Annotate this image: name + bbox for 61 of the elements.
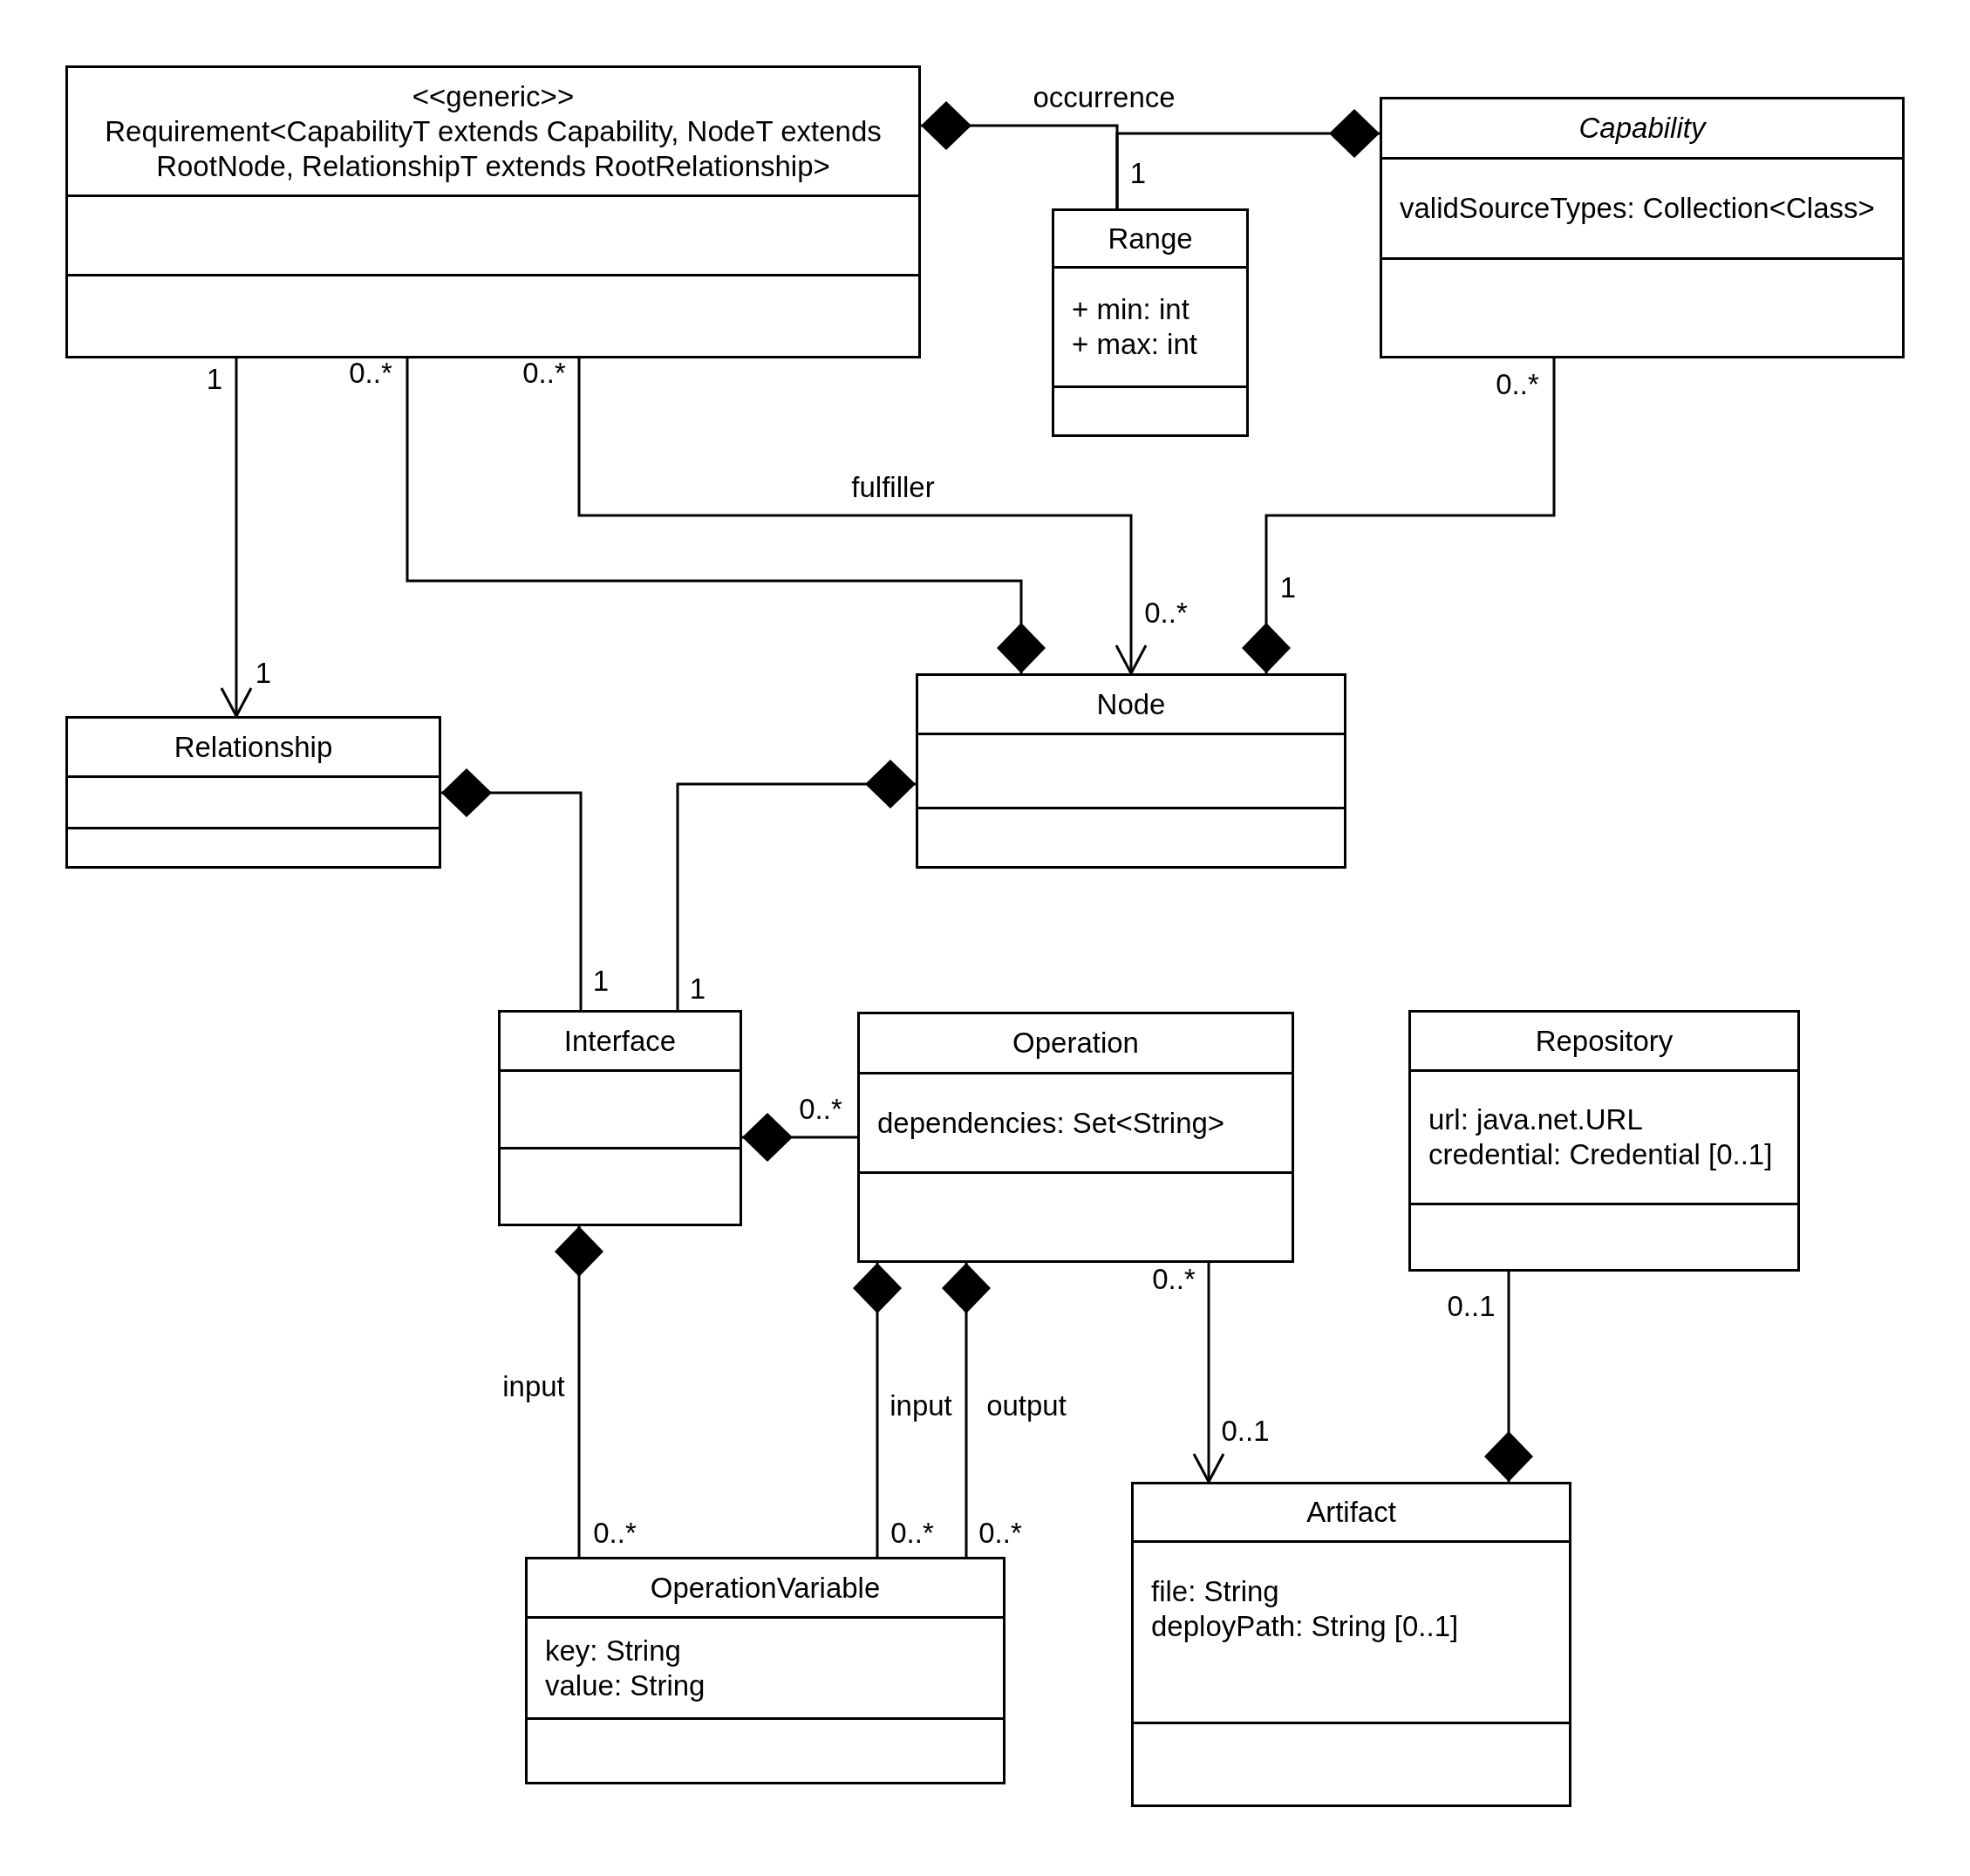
composition-line xyxy=(1484,1272,1533,1482)
multiplicity-label: 0..* xyxy=(522,358,566,389)
attribute-text: dependencies: Set<String> xyxy=(877,1105,1225,1141)
composition-line xyxy=(555,1226,603,1557)
multiplicity-label: 0..* xyxy=(799,1094,842,1125)
attribute-text: validSourceTypes: Collection<Class> xyxy=(1400,191,1875,226)
uml-class-box xyxy=(857,1012,1294,1263)
composition-line xyxy=(406,358,1046,673)
uml-class-box xyxy=(1052,208,1249,437)
uml-class-box xyxy=(498,1010,742,1226)
attribute-text: + min: int xyxy=(1072,292,1189,327)
multiplicity-label: 0..* xyxy=(593,1518,637,1549)
class-name: Relationship xyxy=(174,729,333,765)
composition-line xyxy=(676,760,916,1010)
composition-line xyxy=(1242,358,1556,673)
class-name: OperationVariable xyxy=(650,1570,881,1606)
multiplicity-label: 1 xyxy=(255,658,272,689)
multiplicity-label: 1 xyxy=(689,973,706,1005)
multiplicity-label: 0..* xyxy=(349,358,392,389)
multiplicity-label: 0..* xyxy=(978,1518,1022,1549)
composition-line xyxy=(853,1263,902,1557)
multiplicity-label: 1 xyxy=(1279,572,1297,604)
attribute-text: file: String xyxy=(1151,1574,1279,1609)
composition-line xyxy=(441,768,583,1010)
composition-line xyxy=(742,1113,857,1162)
attribute-text: key: String xyxy=(545,1633,681,1668)
composition-line xyxy=(1115,109,1380,208)
class-name: Requirement<CapabilityT extends Capability, NodeT extends RootNode, RelationshipT extends RootRelationship> xyxy=(104,113,883,184)
class-name: Capability xyxy=(1578,111,1706,146)
class-name: Operation xyxy=(1012,1026,1139,1061)
composition-line xyxy=(942,1263,991,1557)
class-name: Range xyxy=(1108,221,1193,256)
multiplicity-label: 1 xyxy=(592,965,610,997)
association-arrow xyxy=(577,358,1148,675)
attribute-text: credential: Credential [0..1] xyxy=(1428,1137,1773,1172)
multiplicity-label: 1 xyxy=(206,364,223,395)
uml-class-box xyxy=(525,1557,1005,1784)
class-name: Interface xyxy=(563,1023,677,1059)
multiplicity-label: 1 xyxy=(1129,158,1147,189)
multiplicity-label: 0..* xyxy=(890,1518,934,1549)
attribute-text: deployPath: String [0..1] xyxy=(1151,1609,1459,1644)
multiplicity-label: 0..1 xyxy=(1221,1416,1270,1447)
multiplicity-label: 0..1 xyxy=(1447,1291,1496,1322)
uml-class-box xyxy=(1380,97,1905,358)
multiplicity-label: 0..* xyxy=(1152,1264,1196,1295)
multiplicity-label: 0..* xyxy=(1496,369,1539,400)
class-name: Node xyxy=(1096,686,1166,722)
class-name: Repository xyxy=(1535,1023,1673,1059)
uml-class-box xyxy=(1131,1482,1571,1807)
uml-class-box xyxy=(1408,1010,1800,1272)
multiplicity-label: 0..* xyxy=(1144,597,1188,629)
stereotype-label: <<generic>> xyxy=(412,78,575,114)
association-arrow xyxy=(220,358,253,718)
uml-class-box xyxy=(65,716,441,869)
association-arrow xyxy=(1192,1263,1225,1484)
attribute-text: value: String xyxy=(545,1668,706,1703)
class-name: Artifact xyxy=(1306,1495,1396,1530)
uml-class-box xyxy=(65,65,921,358)
attribute-text: url: java.net.URL xyxy=(1428,1102,1643,1137)
attribute-text: + max: int xyxy=(1072,327,1197,362)
uml-class-box xyxy=(916,673,1346,869)
